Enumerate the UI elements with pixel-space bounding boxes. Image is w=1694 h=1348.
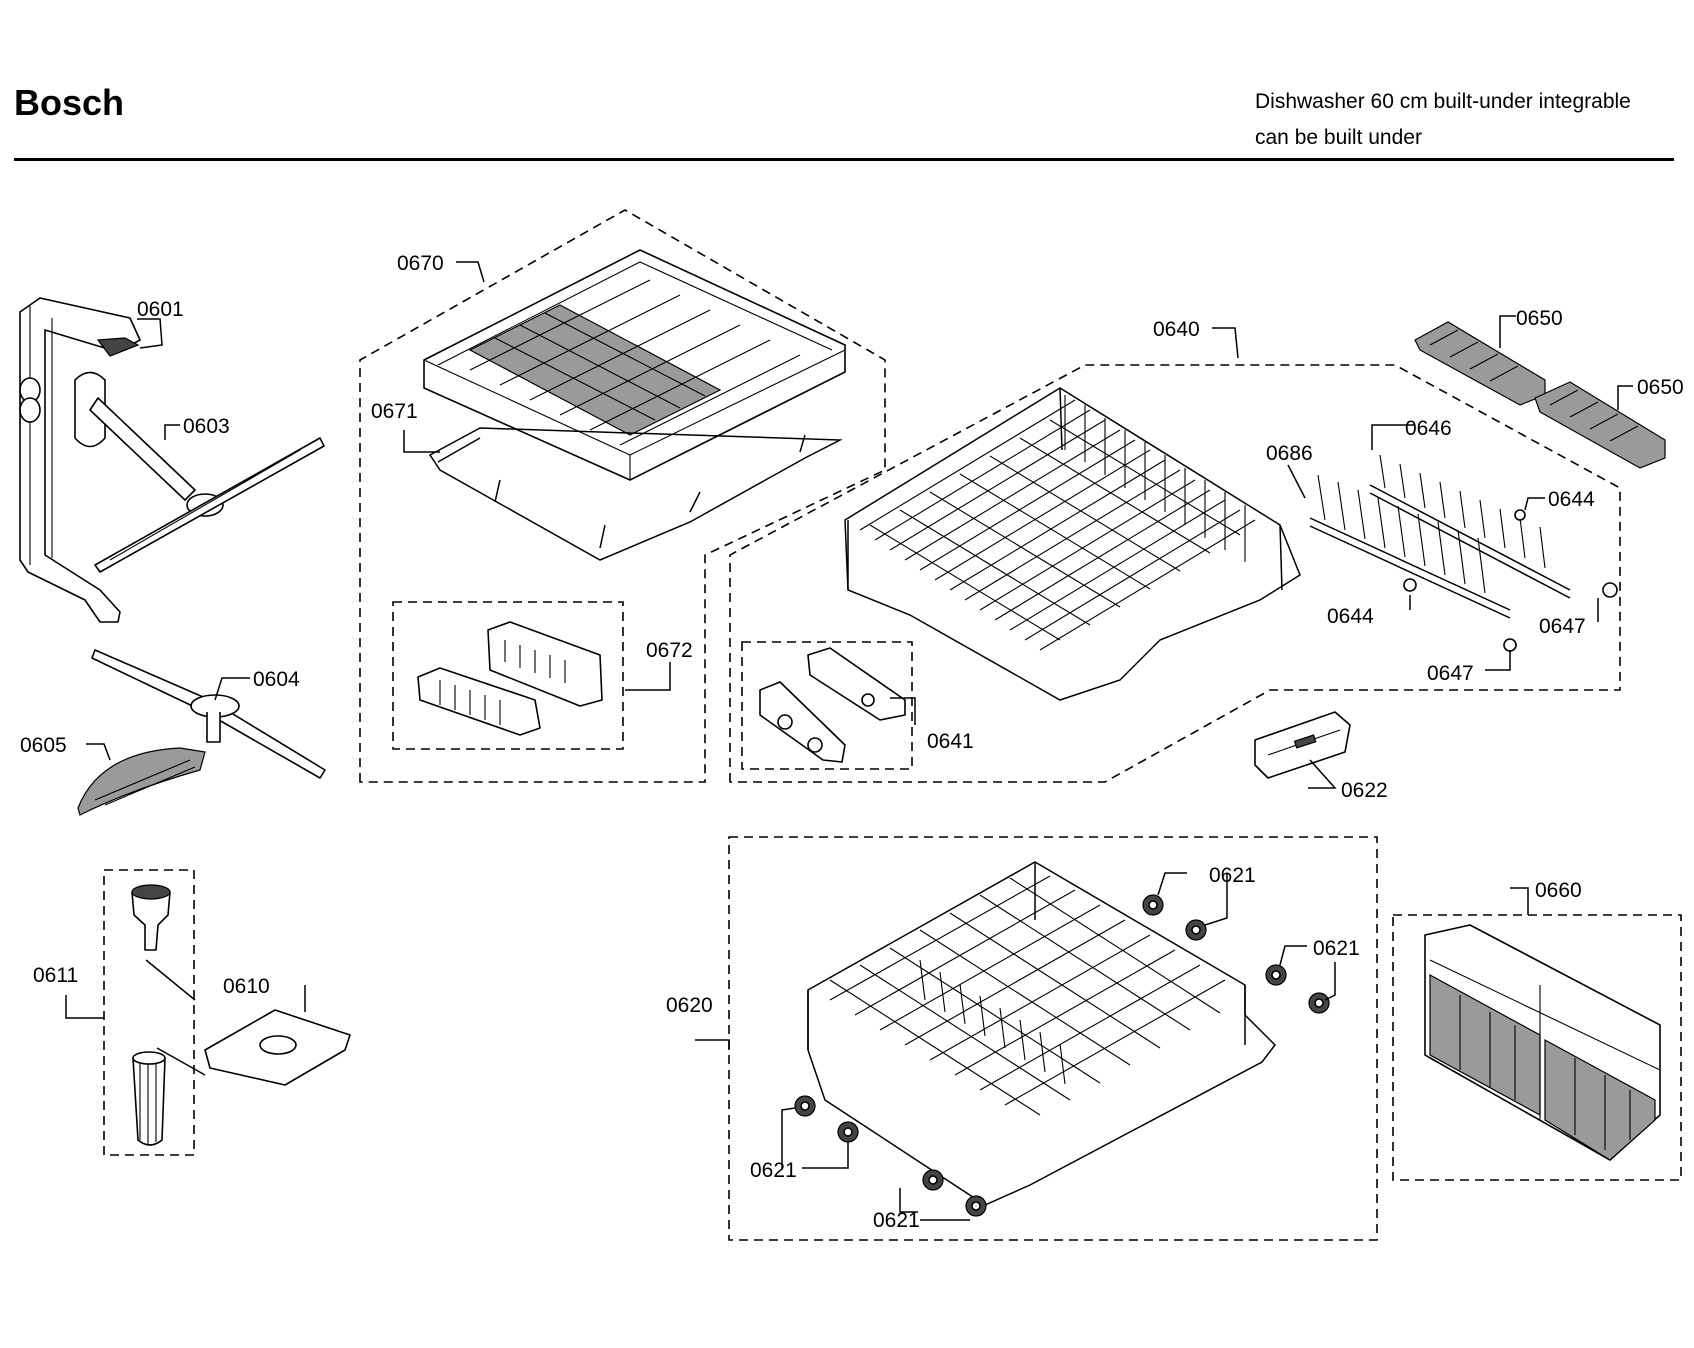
label-0603: 0603 bbox=[183, 415, 230, 438]
tray-frame-part bbox=[428, 427, 843, 561]
handle-part bbox=[1254, 711, 1351, 779]
label-0671: 0671 bbox=[371, 400, 418, 423]
label-0647-a: 0647 bbox=[1539, 615, 1586, 638]
upper-basket-part bbox=[844, 387, 1301, 701]
brand-title: Bosch bbox=[14, 82, 125, 123]
supply-pipe-part bbox=[19, 297, 163, 623]
label-0640: 0640 bbox=[1153, 318, 1200, 341]
header-divider bbox=[14, 158, 1674, 161]
tray-rails-part bbox=[417, 621, 603, 736]
basket-rollers-part bbox=[794, 894, 1330, 1217]
label-0644-a: 0644 bbox=[1548, 488, 1595, 511]
group-outline-0672 bbox=[392, 601, 624, 750]
upper-spray-arm-part bbox=[74, 371, 325, 573]
label-0644-b: 0644 bbox=[1327, 605, 1374, 628]
spray-arm-cover-part bbox=[77, 743, 206, 816]
label-0650-b: 0650 bbox=[1637, 376, 1684, 399]
label-0647-b: 0647 bbox=[1427, 662, 1474, 685]
leader-lines bbox=[403, 261, 1633, 1221]
label-0620: 0620 bbox=[666, 994, 713, 1017]
filter-assembly-part bbox=[65, 884, 351, 1146]
lower-basket-part bbox=[807, 861, 1276, 1206]
label-0621-b: 0621 bbox=[1313, 937, 1360, 960]
tine-shelf-part bbox=[1414, 321, 1666, 469]
group-outline-upper-tray bbox=[359, 209, 886, 783]
rack-adjusters-part bbox=[759, 647, 906, 763]
label-0650-a: 0650 bbox=[1516, 307, 1563, 330]
label-0621-a: 0621 bbox=[1209, 864, 1256, 887]
label-0611: 0611 bbox=[33, 964, 78, 987]
lower-spray-arm-part bbox=[91, 649, 326, 779]
group-outline-0641 bbox=[741, 641, 913, 770]
label-0622: 0622 bbox=[1341, 779, 1388, 802]
group-outline-0611 bbox=[103, 869, 195, 1156]
description-line-2: can be built under bbox=[1255, 126, 1422, 149]
group-outline-upper-rack bbox=[729, 364, 1621, 783]
label-0610: 0610 bbox=[223, 975, 270, 998]
label-0672: 0672 bbox=[646, 639, 693, 662]
group-outline-0660 bbox=[1392, 914, 1682, 1181]
label-0641: 0641 bbox=[927, 730, 974, 753]
label-0686: 0686 bbox=[1266, 442, 1313, 465]
label-0621-d: 0621 bbox=[873, 1209, 920, 1232]
cutlery-tray-part bbox=[423, 249, 846, 481]
model-description: Dishwasher 60 cm built-under integrable … bbox=[1255, 84, 1631, 156]
label-0660: 0660 bbox=[1535, 879, 1582, 902]
label-0605: 0605 bbox=[20, 734, 67, 757]
label-0621-c: 0621 bbox=[750, 1159, 797, 1182]
label-0646: 0646 bbox=[1405, 417, 1452, 440]
cutlery-basket-part bbox=[1424, 924, 1661, 1161]
group-outline-0620 bbox=[728, 836, 1378, 1241]
label-0601: 0601 bbox=[137, 298, 184, 321]
label-0604: 0604 bbox=[253, 668, 300, 691]
description-line-1: Dishwasher 60 cm built-under integrable bbox=[1255, 90, 1631, 113]
label-0670: 0670 bbox=[397, 252, 444, 275]
